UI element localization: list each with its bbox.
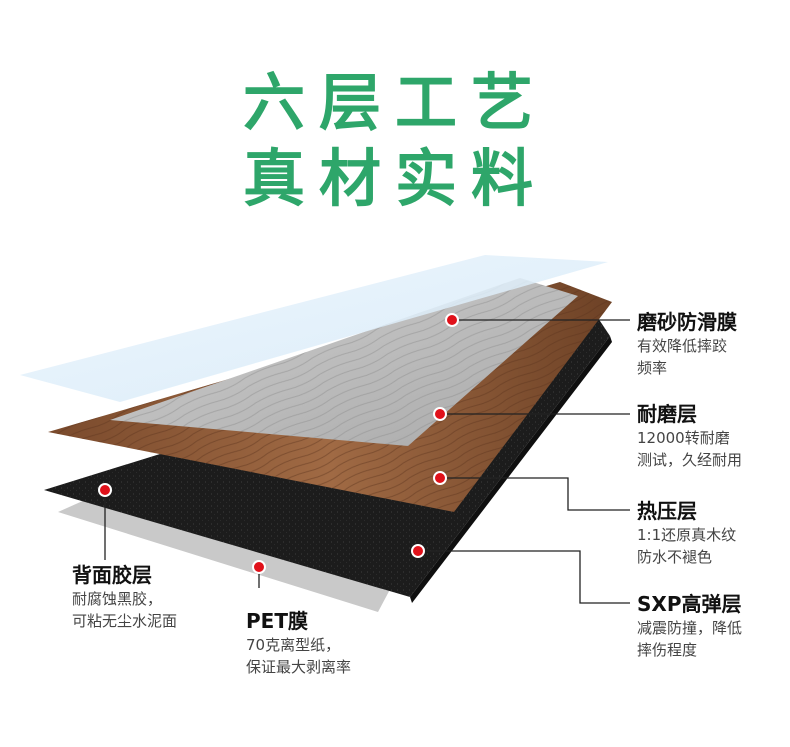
title-line-1: 六层工艺 xyxy=(242,66,547,139)
callout-pet-film: PET膜 70克离型纸， 保证最大剥离率 xyxy=(246,608,351,678)
layer-desc: 1:1还原真木纹 xyxy=(637,526,737,544)
callout-sxp-layer: SXP高弹层 减震防撞，降低 摔伤程度 xyxy=(637,591,742,661)
layer-name: 背面胶层 xyxy=(72,563,152,587)
layer-desc: 防水不褪色 xyxy=(637,548,713,566)
layer-desc: 摔伤程度 xyxy=(637,641,698,659)
callout-wear-layer: 耐磨层 12000转耐磨 测试，久经耐用 xyxy=(637,401,742,471)
marker-dot-5 xyxy=(98,483,112,497)
layer-desc: 减震防撞，降低 xyxy=(637,619,743,637)
leader-line-4 xyxy=(418,550,630,604)
marker-dot-1 xyxy=(445,313,459,327)
layer-name: PET膜 xyxy=(246,609,308,633)
layer-name: SXP高弹层 xyxy=(637,592,742,616)
layer-name: 磨砂防滑膜 xyxy=(637,310,737,334)
layer-desc: 70克离型纸， xyxy=(246,636,341,654)
layer-name: 耐磨层 xyxy=(637,402,697,426)
layer-desc: 频率 xyxy=(637,359,668,377)
callout-back-glue-layer: 背面胶层 耐腐蚀黑胶， 可粘无尘水泥面 xyxy=(72,562,177,632)
anti-slip-film-layer xyxy=(20,255,608,402)
layer-desc: 12000转耐磨 xyxy=(637,429,730,447)
marker-dot-2 xyxy=(433,407,447,421)
callout-anti-slip-film: 磨砂防滑膜 有效降低摔跤 频率 xyxy=(637,309,737,379)
marker-dot-4 xyxy=(411,544,425,558)
marker-dot-3 xyxy=(433,471,447,485)
layer-desc: 测试，久经耐用 xyxy=(637,451,743,469)
layer-desc: 可粘无尘水泥面 xyxy=(72,612,178,630)
layer-desc: 有效降低摔跤 xyxy=(637,337,728,355)
leader-line-3 xyxy=(440,477,630,511)
title-line-2: 真材实料 xyxy=(242,142,547,215)
layer-name: 热压层 xyxy=(637,499,697,523)
marker-dot-6 xyxy=(252,560,266,574)
layer-desc: 耐腐蚀黑胶， xyxy=(72,590,163,608)
callout-hot-press-layer: 热压层 1:1还原真木纹 防水不褪色 xyxy=(637,498,736,568)
layer-desc: 保证最大剥离率 xyxy=(246,658,352,676)
